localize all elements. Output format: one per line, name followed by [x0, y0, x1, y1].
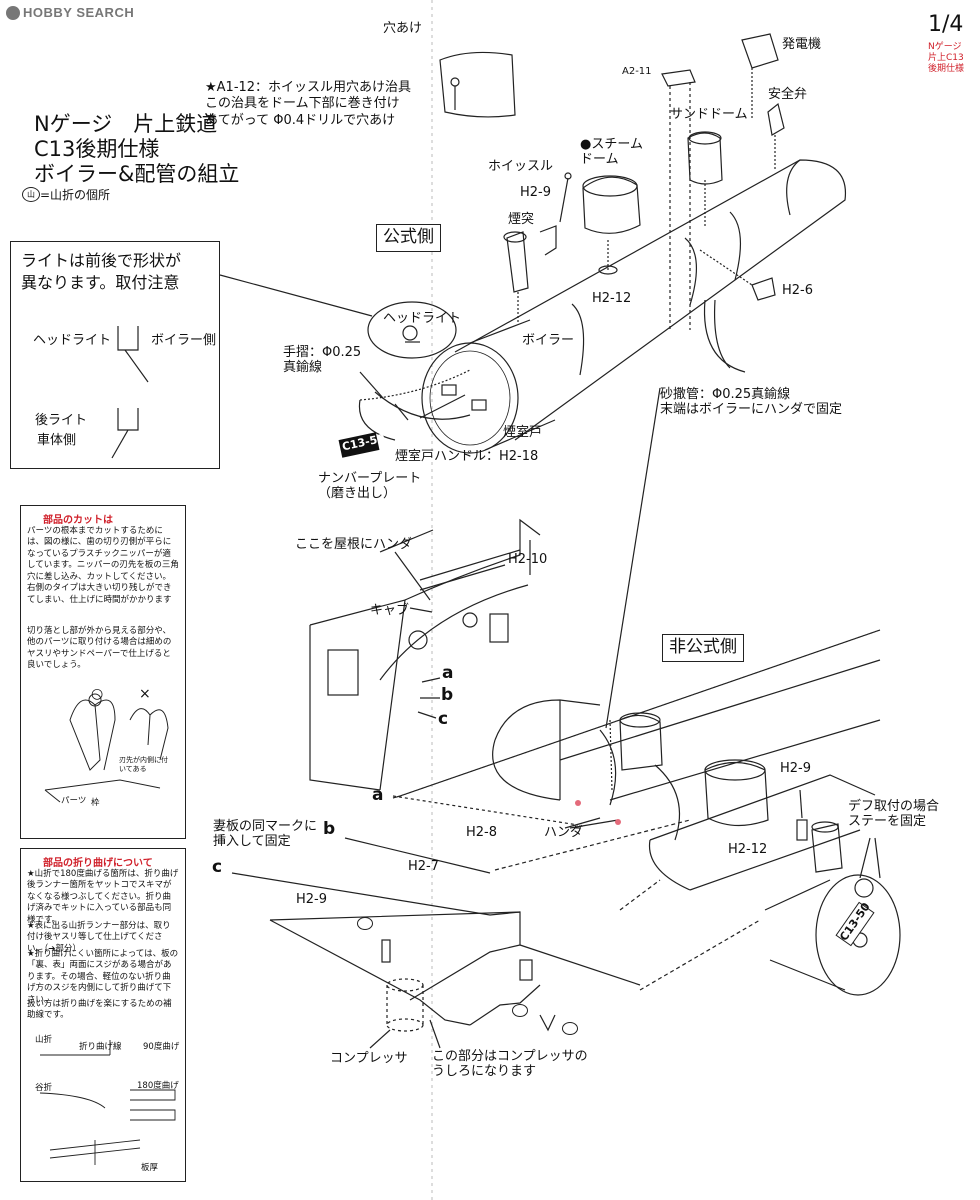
fold-legend: 山 =山折の個所: [22, 186, 110, 203]
mountain-fold-icon: 山: [22, 187, 40, 202]
a1-note: ★A1-12：ホイッスル用穴あけ治具 この治具をドーム下部に巻き付け あてがって…: [205, 80, 411, 129]
label-c-rail: c: [212, 857, 223, 877]
boiler-side-label: ボイラー側: [151, 333, 217, 348]
label-h2-12-top: H2-12: [592, 291, 632, 306]
a1-note-line: ★A1-12：ホイッスル用穴あけ治具: [205, 80, 412, 95]
label-sand-dome: サンドドーム: [670, 107, 748, 122]
fold-line-label: 折り曲げ線: [79, 1042, 122, 1052]
mountain-fold-icon: [357, 917, 373, 930]
label-steam-dome: ●スチーム ドーム: [580, 137, 643, 167]
nipper-drawing: [44, 693, 169, 803]
mountain-fold-icon: [562, 1022, 578, 1035]
label-a2-11: A2-11: [622, 66, 652, 77]
page-note-line: 片上C13: [928, 52, 964, 63]
label-official-side: 公式側: [376, 224, 441, 252]
legend-text: =山折の個所: [40, 188, 111, 202]
title-line: Nゲージ 片上鉄道: [34, 112, 218, 136]
label-headlight: ヘッドライト: [383, 311, 462, 326]
label-safety-valve: 安全弁: [768, 87, 808, 102]
a1-note-line: あてがって Φ0.4ドリルで穴あけ: [205, 112, 396, 128]
part-label: パーツ: [61, 796, 87, 806]
label-sand-pipe: 砂撒管：Φ0.25真鍮線 末端はボイラーにハンダで固定: [660, 387, 843, 417]
frame-label: 枠: [91, 798, 100, 808]
fold-tips-paragraph: 扱い方は折り曲げを楽にするための補助線です。: [27, 999, 172, 1021]
mountain-fold-icon: [512, 1004, 528, 1017]
label-h2-9-right: H2-9: [780, 761, 812, 776]
label-h2-9-bottom: H2-9: [296, 892, 328, 907]
label-h2-9-top: H2-9: [520, 185, 552, 200]
label-90: 90度曲げ: [143, 1042, 180, 1052]
upper-boiler: [219, 33, 847, 729]
sheet-label: 板厚: [141, 1163, 159, 1173]
fold-tips-paragraph: ★折り曲げにくい箇所によっては、板の「裏、表」両面にスジがある場合があります。そ…: [27, 949, 179, 1005]
light-note-text: 異なります。取付注意: [21, 273, 180, 292]
label-smokebox-door: 煙室戸: [503, 425, 543, 440]
cut-tips-paragraph: パーツの根本までカットするためには、図の様に、歯の切り刃側が平らになっているプラ…: [27, 526, 179, 605]
title-line: ボイラー&配管の組立: [34, 162, 240, 187]
label-boiler: ボイラー: [522, 333, 575, 348]
label-b-cab: b: [441, 685, 454, 705]
label-whistle: ホイッスル: [488, 159, 554, 174]
cut-tips-box: 部品のカットは パーツの根本までカットするためには、図の様に、歯の切り刃側が平ら…: [20, 505, 186, 839]
page-note-line: Nゲージ: [928, 42, 962, 52]
label-unofficial-side: 非公式側: [662, 634, 744, 662]
ng-mark: ×: [139, 686, 151, 702]
ok-mark: ○: [91, 686, 104, 702]
title-line: C13後期仕様: [34, 137, 160, 162]
page-note: Nゲージ 片上C13 後期仕様: [928, 42, 964, 74]
label-hole: 穴あけ: [383, 21, 423, 36]
body-side-label: 車体側: [37, 433, 77, 448]
label-h2-8: H2-8: [466, 825, 498, 840]
light-note-box: ライトは前後で形状が 異なります。取付注意 ヘッドライト ボイラー側 後ライト …: [10, 241, 220, 469]
logo: HOBBY SEARCH: [6, 5, 134, 20]
fold-tips-box: 部品の折り曲げについて ★山折で180度曲げる箇所は、折り曲げ後ランナー箇所をヤ…: [20, 848, 186, 1182]
light-note-text: ライトは前後で形状が: [21, 251, 182, 270]
page-number: 1/4: [928, 12, 964, 37]
label-smokebox-handle: 煙室戸ハンドル：H2-18: [395, 449, 539, 464]
label-a-cab: a: [442, 663, 454, 683]
rearlight-label: 後ライト: [35, 413, 88, 428]
cut-tips-title: 部品のカットは: [43, 515, 113, 526]
page-note-line: 後期仕様: [928, 63, 965, 74]
headlight-label: ヘッドライト: [33, 333, 112, 348]
label-c-cab: c: [438, 709, 449, 729]
label-handrail: 手摺：Φ0.25 真鍮線: [283, 345, 362, 375]
fold-drawing: [39, 1040, 176, 1165]
label-a-rail: a: [372, 785, 384, 805]
cut-tips-paragraph: 切り落とし部が外から見える部分や、他のパーツに取り付ける場合は細めのヤスリやサン…: [27, 626, 172, 671]
a1-note-line: この治具をドーム下部に巻き付け: [205, 96, 400, 112]
label-compressor-note: この部分はコンプレッサの うしろになります: [432, 1049, 588, 1079]
fold-tips-title: 部品の折り曲げについて: [43, 858, 153, 869]
label-cab: キャブ: [370, 603, 410, 618]
label-solder: ハンダ: [544, 825, 584, 840]
label-solder-roof: ここを屋根にハンダ: [295, 537, 413, 552]
label-chimney: 煙突: [508, 212, 535, 227]
label-h2-6: H2-6: [782, 283, 814, 298]
fold-tips-paragraph: ★山折で180度曲げる箇所は、折り曲げ後ランナー箇所をヤットコでスキマがなくなる…: [27, 869, 179, 925]
ng-caption: 刃先が内側に付いてある: [119, 756, 168, 774]
label-deflector-note: デフ取付の場合 ステーを固定: [848, 799, 940, 829]
fold-tips-paragraph: ★表に出る山折ランナー部分は、取り付け後ヤスリ等して仕上げてください。（➔部分）: [27, 921, 171, 954]
badges: [338, 432, 875, 947]
label-generator: 発電機: [782, 37, 822, 52]
label-end-plate-note: 妻板の同マークに 挿入して固定: [213, 819, 318, 849]
label-h2-12-bottom: H2-12: [728, 842, 768, 857]
label-180: 180度曲げ: [137, 1081, 179, 1091]
light-diagrams: [111, 326, 149, 459]
label-b-rail: b: [323, 819, 336, 839]
mountain-label: 山折: [35, 1035, 53, 1045]
label-number-plate: ナンバープレート （磨き出し）: [318, 471, 422, 501]
label-h2-7: H2-7: [408, 859, 440, 874]
label-compressor: コンプレッサ: [330, 1051, 408, 1066]
logo-text: HOBBY SEARCH: [23, 5, 135, 20]
logo-mark-icon: [6, 5, 20, 20]
valley-label: 谷折: [35, 1083, 53, 1093]
page-title: Nゲージ 片上鉄道 C13後期仕様 ボイラー&配管の組立: [20, 112, 239, 188]
lower-assembly: [231, 518, 901, 1049]
label-h2-10: H2-10: [508, 552, 548, 567]
